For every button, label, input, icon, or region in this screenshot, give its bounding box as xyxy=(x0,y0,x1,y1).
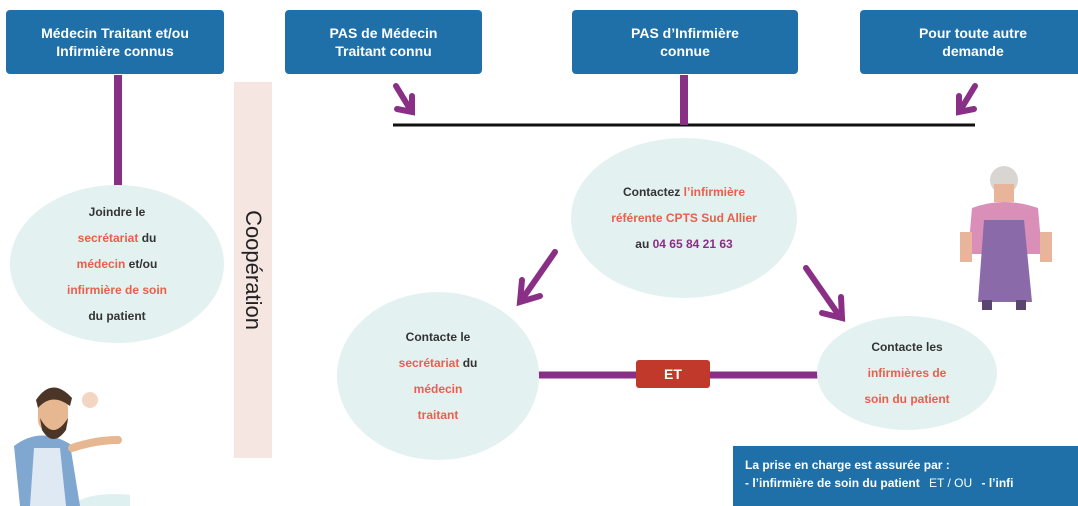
doctor-illustration xyxy=(14,387,130,506)
left-ellipse-line4: infirmière de soin xyxy=(66,283,168,297)
box-other-request: Pour toute autre demande xyxy=(860,10,1078,74)
center-ellipse-line1: Contactez l’infirmière xyxy=(622,185,746,199)
left-ellipse-line1: Joindre le xyxy=(88,205,146,219)
ellipse-contact-cpts-nurse: Contactez l’infirmière référente CPTS Su… xyxy=(571,138,797,298)
box-other-request-label: Pour toute autre demande xyxy=(918,25,1028,59)
care-info-title: La prise en charge est assurée par : xyxy=(745,458,950,472)
box-no-doctor: PAS de Médecin Traitant connu xyxy=(285,10,482,74)
arrow-down-right-2 xyxy=(803,265,846,322)
left-ellipse-line5: du patient xyxy=(88,309,146,323)
ellipse-join-secretariat: Joindre le secrétariat du médecin et/ou … xyxy=(10,185,224,343)
arrow-down-right-1 xyxy=(393,83,415,116)
et-badge: ET xyxy=(636,360,710,388)
mid-left-ellipse-line4: traitant xyxy=(417,408,459,422)
mid-left-ellipse-line3: médecin xyxy=(413,382,463,396)
left-ellipse-line2: secrétariat du xyxy=(77,231,157,245)
box-no-doctor-label: PAS de Médecin Traitant connu xyxy=(329,25,438,59)
care-info-line: - l’infirmière de soin du patient ET / O… xyxy=(745,476,1014,490)
box-no-nurse: PAS d’Infirmière connue xyxy=(572,10,798,74)
arrow-down-left-1 xyxy=(956,83,978,116)
box-doctor-known: Médecin Traitant et/ou Infirmière connus xyxy=(6,10,224,74)
center-ellipse-line2: référente CPTS Sud Allier xyxy=(611,211,757,225)
box-doctor-known-label: Médecin Traitant et/ou Infirmière connus xyxy=(41,25,189,59)
ellipse-contact-nurses: Contacte les infirmières de soin du pati… xyxy=(817,316,997,430)
box-no-nurse-label: PAS d’Infirmière connue xyxy=(631,25,739,59)
arrow-down-left-2 xyxy=(516,249,558,307)
left-ellipse-line3: médecin et/ou xyxy=(76,257,158,271)
right-ellipse-line3: soin du patient xyxy=(864,392,950,406)
right-ellipse-line1: Contacte les xyxy=(871,340,943,354)
mid-left-ellipse-line1: Contacte le xyxy=(405,330,471,344)
care-info-box: La prise en charge est assurée par : - l… xyxy=(733,446,1078,506)
et-label: ET xyxy=(664,366,682,382)
center-ellipse-line3: au 04 65 84 21 63 xyxy=(635,237,733,251)
cooperation-band: Coopération xyxy=(234,82,272,458)
cooperation-label: Coopération xyxy=(241,210,266,330)
right-ellipse-line2: infirmières de xyxy=(867,366,947,380)
mid-left-ellipse-line2: secrétariat du xyxy=(398,356,478,370)
elderly-woman-illustration xyxy=(960,166,1052,310)
ellipse-contact-doctor-secretariat: Contacte le secrétariat du médecin trait… xyxy=(337,292,539,460)
